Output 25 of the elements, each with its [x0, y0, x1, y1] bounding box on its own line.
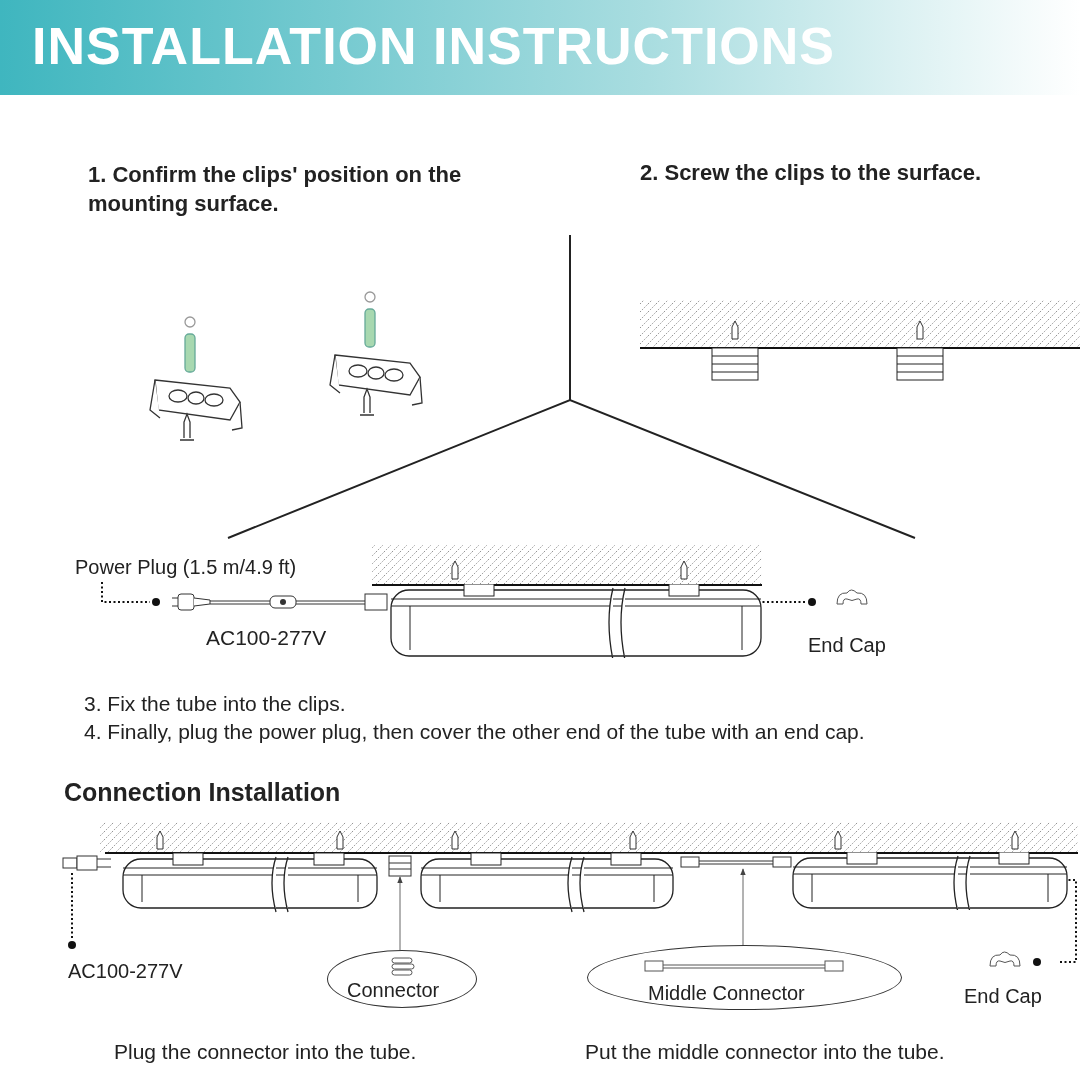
cable-end-drawing	[62, 855, 112, 871]
tube-drawing	[390, 584, 762, 658]
title: INSTALLATION INSTRUCTIONS	[32, 16, 836, 76]
callout-text: AC100-277V	[68, 960, 183, 983]
arrow	[397, 876, 403, 951]
connector-joint-drawing	[388, 855, 412, 877]
voltage-label: AC100-277V	[206, 626, 327, 650]
section-heading: Connection Installation	[64, 778, 341, 807]
leader-line	[71, 870, 73, 939]
callout-text: End Cap	[808, 634, 886, 657]
callout-text: End Cap	[964, 985, 1042, 1008]
callout-text: Power Plug (1.5 m/4.9 ft)	[75, 556, 340, 582]
tube-drawing	[792, 852, 1068, 910]
step-text: 2. Screw the clips to the surface.	[640, 160, 982, 186]
leader-line	[761, 601, 806, 603]
callout-text: Connector	[347, 979, 440, 1002]
step-text: 3. Fix the tube into the clips.	[84, 692, 346, 716]
leader-line	[1059, 879, 1077, 963]
callout-text: Middle Connector	[648, 982, 805, 1005]
middle-connector-cable-drawing	[680, 855, 792, 869]
step-text: 1. Confirm the clips' position on the mounting surface.	[88, 161, 463, 218]
arrow	[740, 868, 746, 946]
step-text: Plug the connector into the tube.	[114, 1040, 417, 1064]
step-text: 4. Finally, plug the power plug, then cover the other end of the tube with an end cap.	[84, 720, 865, 744]
step-text: Put the middle connector into the tube.	[585, 1040, 945, 1064]
